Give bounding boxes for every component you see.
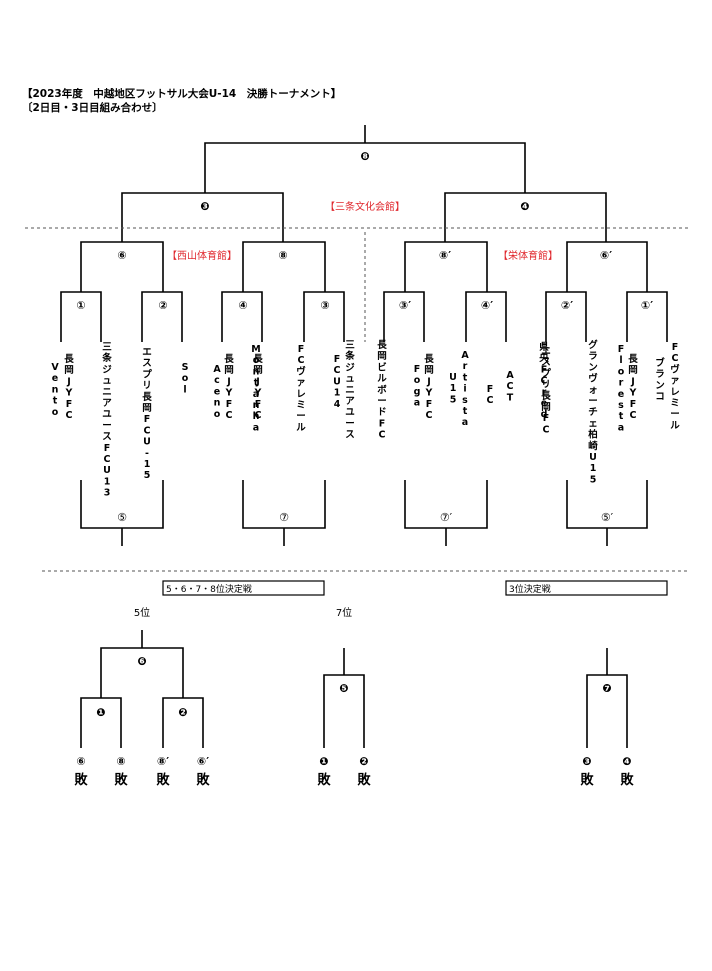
- match-semi-right: ❹: [520, 200, 529, 213]
- loser-mark: 敗: [620, 772, 634, 788]
- seed-s3: ⑧′: [157, 755, 169, 768]
- loser-mark: 敗: [74, 772, 88, 788]
- placement-m1: ❶: [96, 706, 105, 719]
- seed-m1b: ❶: [319, 755, 328, 768]
- placement-match-labels: ❻ ❶ ❷ ❺ ❼ ⑥ ⑧ ⑧′ ⑥′ ❶ ❷ ❸ ❹ 敗 敗 敗 敗 敗 敗 …: [74, 655, 634, 788]
- placement-m7: ❼: [602, 682, 611, 695]
- seed-s1: ⑥: [76, 755, 85, 768]
- match-labels: ❽ ❸ ❹ ⑥ ⑧ ⑧′ ⑥′ ① ② ④ ③ ③′ ④′ ②′ ①′ ⑤ ⑦ …: [76, 150, 653, 524]
- loser-mark: 敗: [196, 772, 210, 788]
- loser-mark: 敗: [580, 772, 594, 788]
- seed-m3: ❸: [582, 755, 591, 768]
- bracket-lines: [60, 125, 668, 748]
- match-final: ❽: [360, 150, 369, 163]
- match-q8: ⑧: [278, 249, 287, 262]
- venue-left: 【西山体育館】: [167, 249, 237, 262]
- match-r3p: ③′: [399, 299, 411, 312]
- separators: [25, 227, 690, 572]
- venue-right: 【栄体育館】: [498, 249, 558, 262]
- seed-m2b: ❷: [359, 755, 368, 768]
- match-r1p: ①′: [641, 299, 653, 312]
- page-title: 【2023年度 中越地区フットサル大会U-14 決勝トーナメント】: [22, 88, 342, 100]
- page-subtitle: 〔2日目・3日目組み合わせ〕: [22, 102, 163, 114]
- team-name: ブランコ: [655, 357, 665, 403]
- loser-mark: 敗: [114, 772, 128, 788]
- placement-m6: ❻: [137, 655, 146, 668]
- placement-text: 5・6・7・8位決定戦 3位決定戦 5位 7位: [134, 583, 551, 619]
- placement-m2: ❷: [178, 706, 187, 719]
- match-r4p: ④′: [481, 299, 493, 312]
- match-q8p: ⑧′: [439, 249, 451, 262]
- loser-mark: 敗: [357, 772, 371, 788]
- seventh-place-label: 7位: [336, 606, 352, 619]
- team-name: 三条ジュニアユース: [344, 340, 355, 441]
- placement-box-3rd: 3位決定戦: [509, 583, 551, 595]
- seed-s2: ⑧: [116, 755, 125, 768]
- match-r2: ②: [158, 299, 167, 312]
- match-q6p: ⑥′: [600, 249, 612, 262]
- info-boxes: [162, 580, 668, 596]
- placement-m5: ❺: [339, 682, 348, 695]
- placement-box-5-8: 5・6・7・8位決定戦: [166, 583, 252, 595]
- match-r3: ③: [320, 299, 329, 312]
- fifth-place-label: 5位: [134, 606, 150, 619]
- venue-labels: 【三条文化会館】 【西山体育館】 【栄体育館】: [167, 200, 558, 262]
- loser-mark: 敗: [156, 772, 170, 788]
- match-semi-left: ❸: [200, 200, 209, 213]
- match-b7: ⑦: [279, 511, 289, 524]
- match-b7p: ⑦′: [440, 511, 453, 524]
- seed-s4: ⑥′: [197, 755, 209, 768]
- venue-main: 【三条文化会館】: [325, 200, 405, 213]
- match-r4: ④: [238, 299, 247, 312]
- seed-m4: ❹: [622, 755, 631, 768]
- match-b5: ⑤: [117, 511, 127, 524]
- match-r1: ①: [76, 299, 85, 312]
- match-r2p: ②′: [561, 299, 573, 312]
- loser-mark: 敗: [317, 772, 331, 788]
- match-b5p: ⑤′: [601, 511, 614, 524]
- match-q6: ⑥: [117, 249, 126, 262]
